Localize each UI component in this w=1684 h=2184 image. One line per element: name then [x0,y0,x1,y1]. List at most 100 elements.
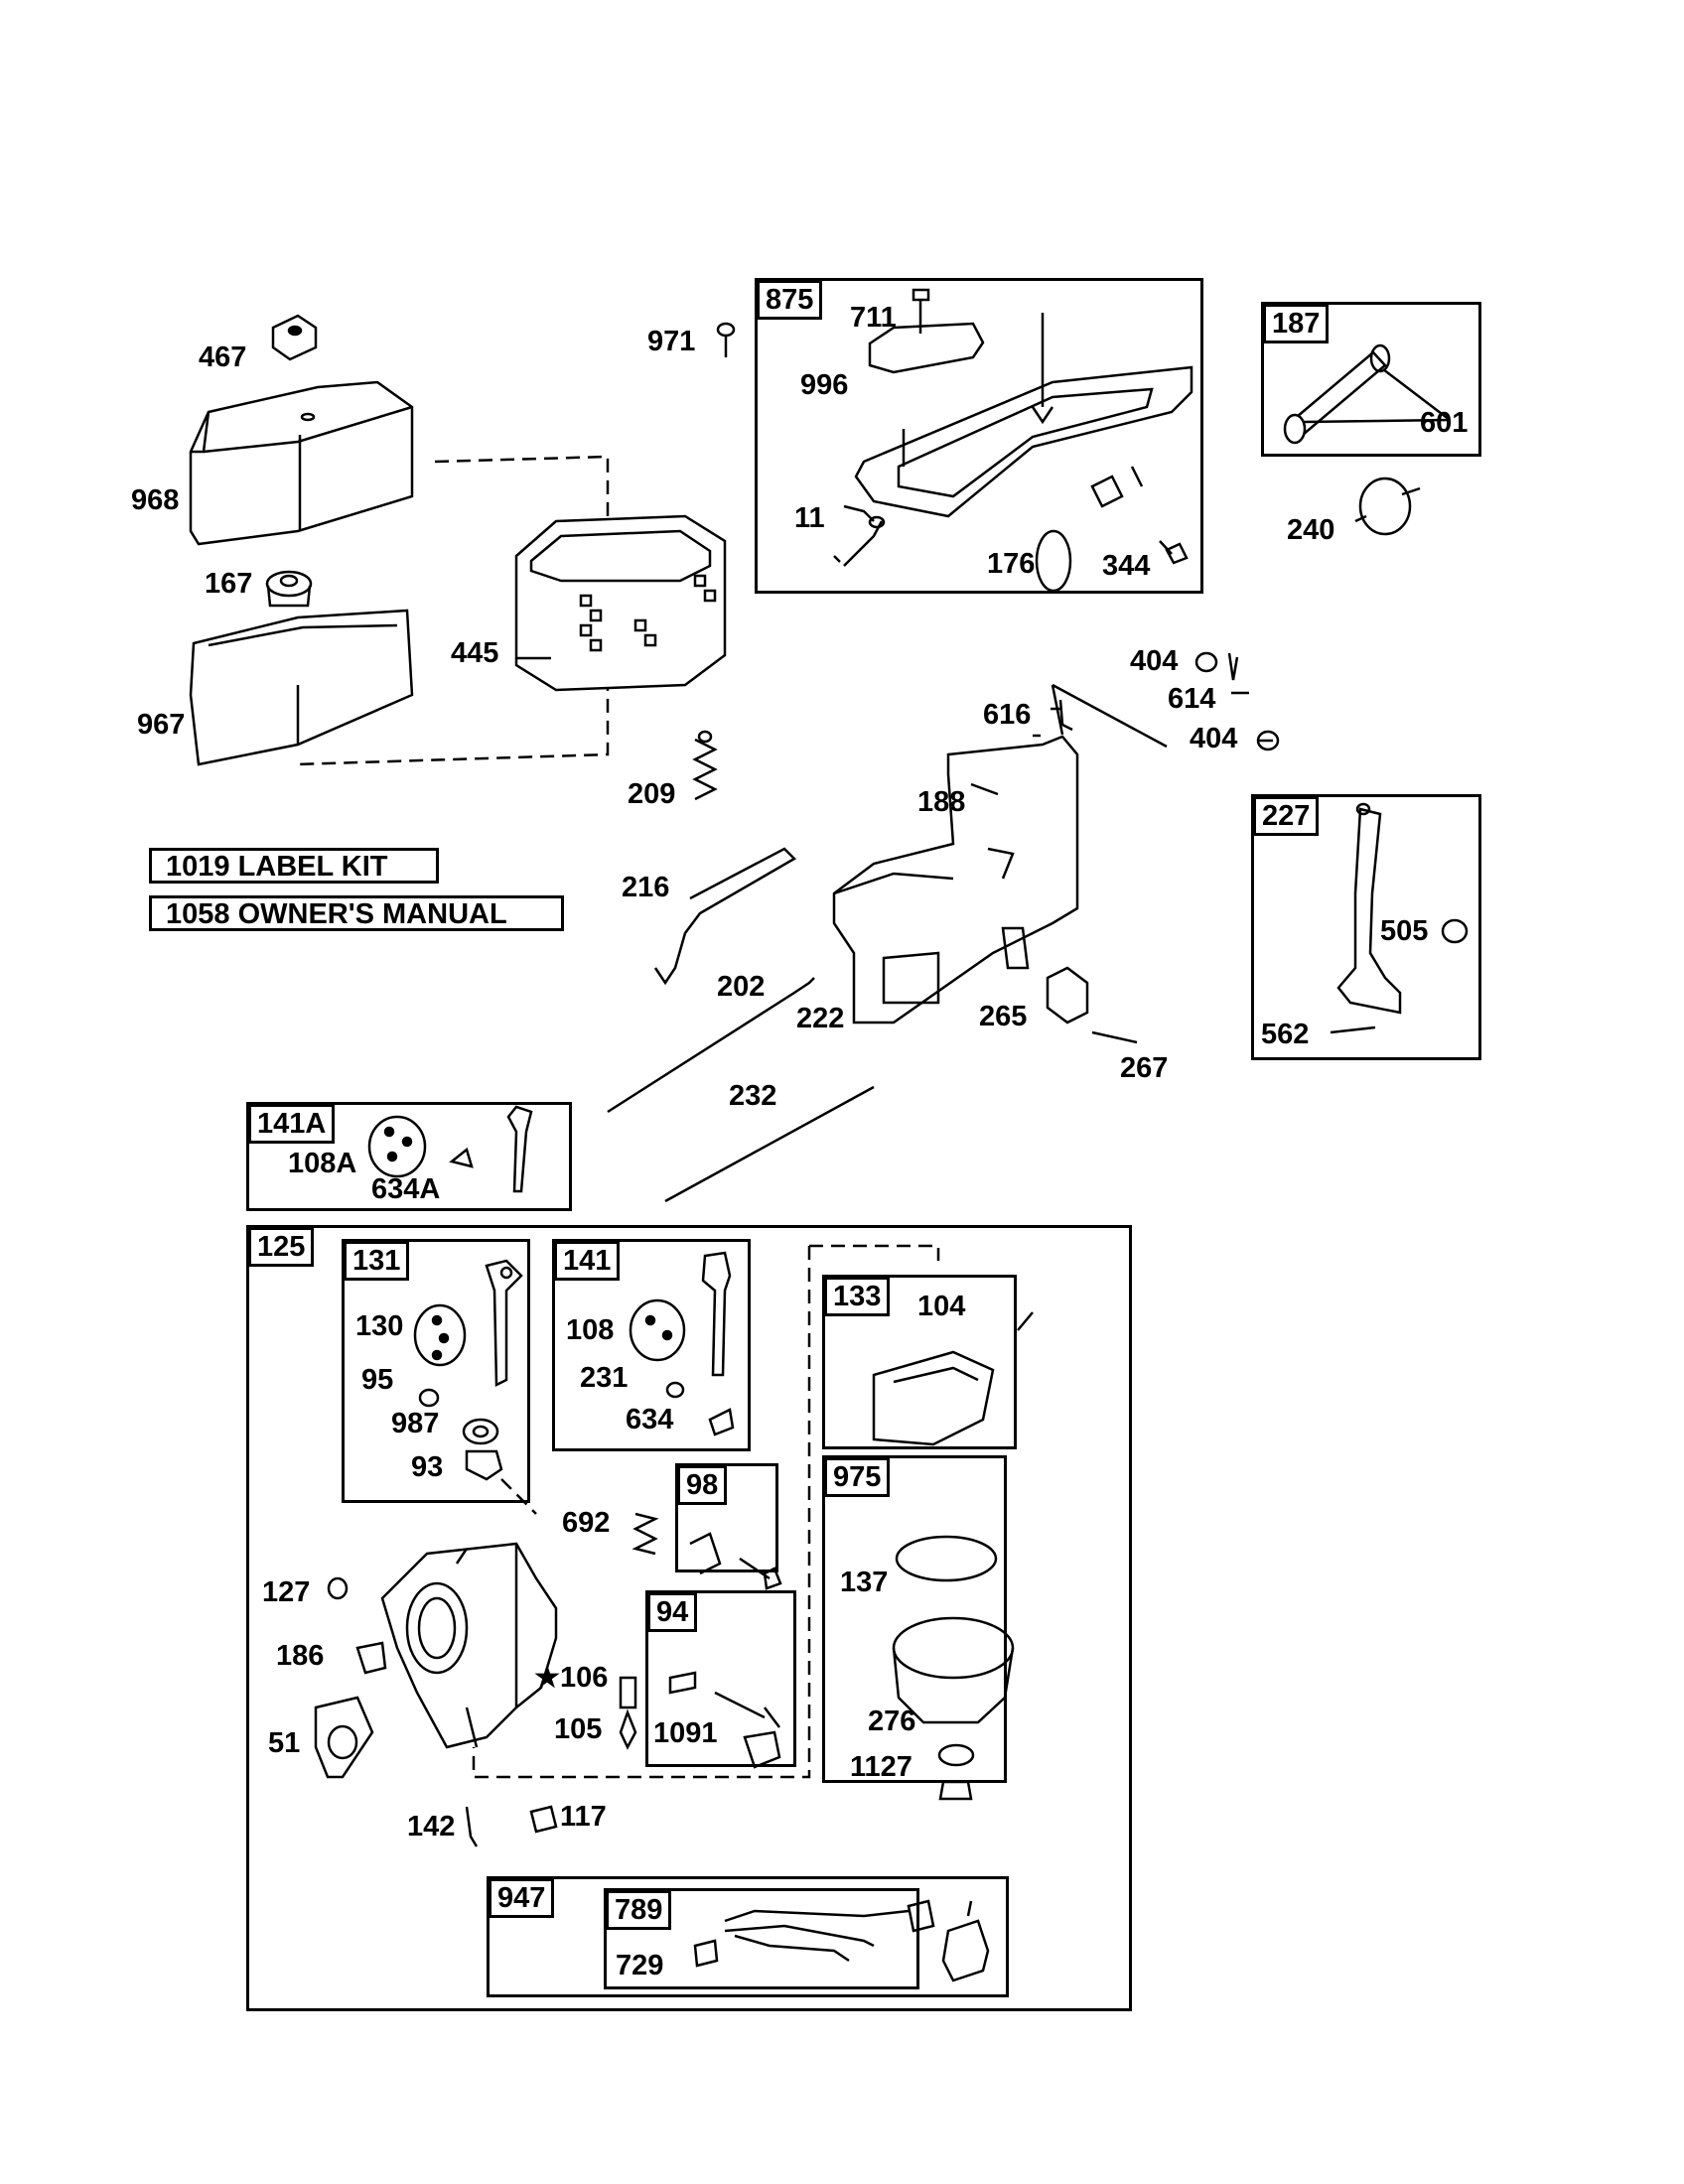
group-133-box: 133 [822,1275,1017,1449]
control-bracket-drawing [832,683,1168,1024]
clamp-265-drawing [1046,966,1089,1024]
nut-drawing [265,570,313,608]
governor-spring-drawing [692,730,718,801]
throttle-shaft-drawing [629,1251,735,1436]
main-jet-kit-drawing [668,1671,781,1769]
part-176-label: 176 [987,548,1036,580]
group-947-box: 947 [487,1876,1009,1997]
part-692-label: 692 [562,1507,611,1539]
group-98-box: 98 [675,1463,778,1572]
group-131-box: 131 [342,1239,530,1503]
group-141-tag: 141 [554,1241,621,1281]
part-104-label: 104 [917,1291,966,1322]
part-93-label: 93 [411,1451,444,1483]
part-711-label: 711 [850,302,897,334]
part-987-label: 987 [391,1408,440,1439]
group-875-box: 875 [755,278,1203,594]
part-562-label: 562 [1261,1019,1310,1050]
part-186-label: 186 [276,1640,325,1672]
group-227-box: 227 [1251,794,1481,1060]
carb-small-parts-drawing [314,1576,637,1847]
part-1091-label: 1091 [653,1717,718,1749]
part-105-label: 105 [554,1713,603,1745]
group-789-box: 789 [604,1888,919,1989]
part-106-label: ★106 [534,1662,609,1694]
part-130-label: 130 [355,1310,404,1342]
group-94-box: 94 [645,1590,796,1767]
pre-cleaner-drawing [189,609,414,766]
part-634a-label: 634A [371,1173,441,1205]
cotter-pin-drawing [1227,652,1239,681]
part-614-label: 614 [1168,683,1216,715]
owners-manual-note: 1058 OWNER'S MANUAL [149,895,564,931]
group-875-tag: 875 [757,280,823,320]
part-222-label: 222 [796,1003,845,1034]
group-131-tag: 131 [344,1241,410,1281]
carburetor-body-drawing [380,1542,558,1749]
choke-shaft-kit-drawing [413,1259,523,1481]
throttle-shaft-kit-drawing [367,1105,533,1193]
throttle-lever-drawing [1330,802,1469,1034]
part-276-label: 276 [868,1706,916,1737]
part-167-label: 167 [205,568,253,600]
group-187-tag: 187 [1263,304,1330,343]
screw-267-drawing [1091,1030,1138,1044]
part-137-label: 137 [840,1567,889,1598]
link-11-drawing [833,515,886,567]
air-filter-drawing [514,514,727,692]
part-505-label: 505 [1380,915,1429,947]
link-202-drawing [607,977,815,1114]
bolt-971-drawing [716,322,736,357]
part-265-label: 265 [979,1001,1028,1032]
part-996-label: 996 [800,369,849,401]
part-971-label: 971 [647,326,696,357]
part-142-label: 142 [407,1811,456,1843]
part-968-label: 968 [131,484,180,516]
part-634-label: 634 [626,1404,674,1435]
group-141-box: 141 [552,1239,751,1451]
group-227-tag: 227 [1253,796,1320,836]
part-404b-label: 404 [1190,723,1238,754]
group-125-box: 125 [246,1225,1132,2011]
part-231-label: 231 [580,1362,629,1394]
spring-692-drawing [632,1512,659,1556]
part-11-label: 11 [794,502,825,534]
part-467-label: 467 [199,341,247,373]
part-344-label: 344 [1102,550,1151,582]
group-133-tag: 133 [824,1277,891,1316]
part-1127-label: 1127 [850,1751,912,1783]
float-drawing [872,1311,1034,1446]
group-125-tag: 125 [248,1227,315,1267]
group-141a-box: 141A [246,1102,572,1211]
part-232-label: 232 [729,1080,777,1112]
bolt-344-drawing [1159,540,1189,565]
part-267-label: 267 [1120,1052,1169,1084]
washer-top-drawing [1194,651,1218,673]
group-141a-tag: 141A [248,1104,336,1144]
group-94-tag: 94 [647,1592,698,1632]
part-240-label: 240 [1287,514,1335,546]
group-98-tag: 98 [677,1465,728,1505]
part-209-label: 209 [628,778,676,810]
group-187-box: 187 [1261,302,1481,457]
part-216-label: 216 [622,872,670,903]
air-cleaner-cover-drawing [189,380,414,546]
part-95-label: 95 [361,1364,394,1396]
part-616-label: 616 [983,699,1032,731]
part-108-label: 108 [566,1314,615,1346]
part-117-label: 117 [560,1801,607,1833]
fuel-filter-drawing [1354,477,1421,536]
part-404a-label: 404 [1130,645,1179,677]
cover-knob-drawing [271,314,318,361]
washer-bottom-drawing [1256,730,1280,751]
link-216-drawing [653,847,797,986]
part-967-label: 967 [137,709,186,741]
group-947-tag: 947 [489,1878,555,1918]
group-975-tag: 975 [824,1457,891,1497]
group-975-box: 975 [822,1455,1007,1783]
screw-188-drawing [970,782,999,796]
part-445-label: 445 [451,637,499,669]
cable-232-drawing [664,1085,875,1203]
part-127-label: 127 [262,1576,311,1608]
